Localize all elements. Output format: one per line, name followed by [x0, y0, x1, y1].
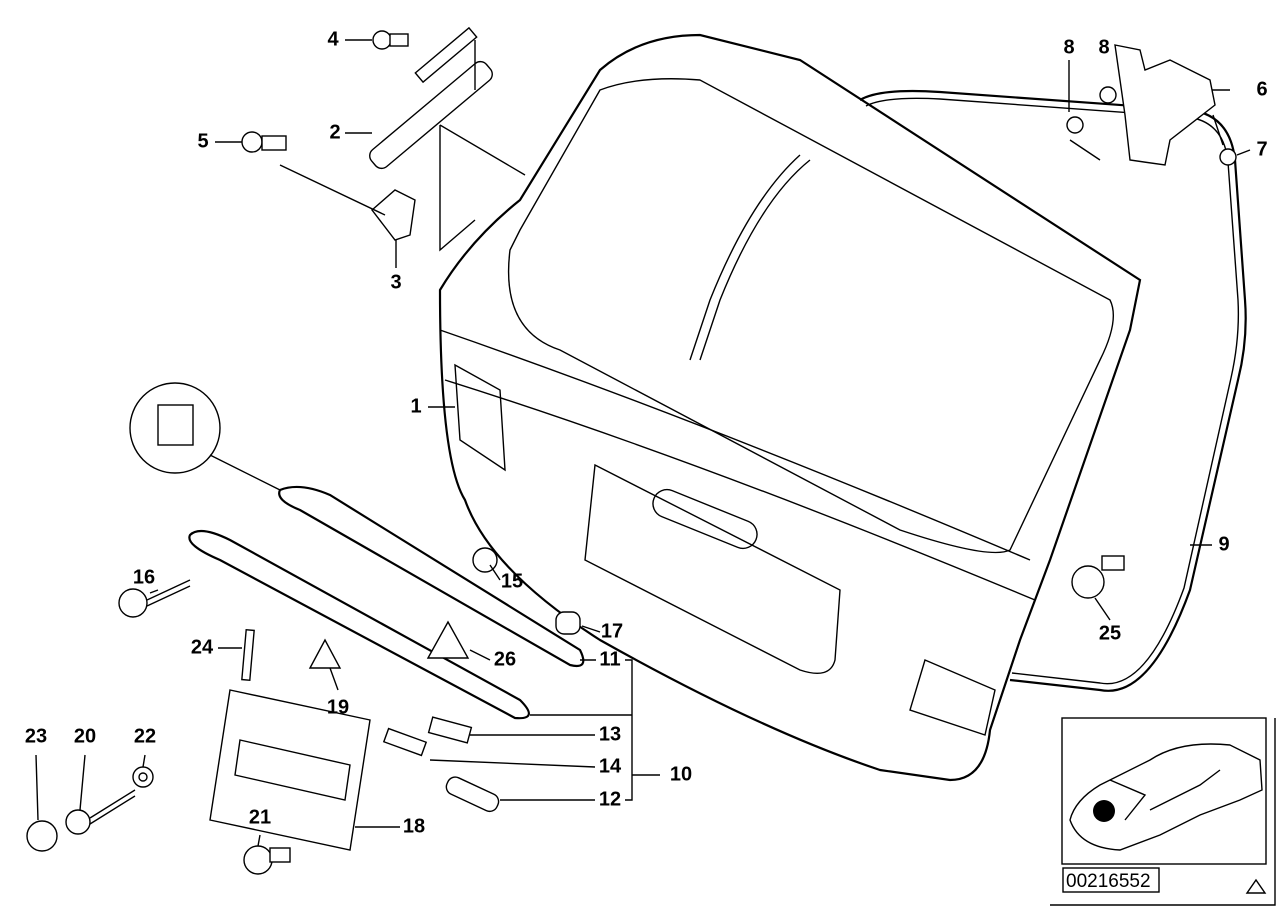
callout-7: 7	[1256, 138, 1267, 160]
callout-20: 20	[74, 725, 96, 747]
trim-strip	[278, 485, 585, 668]
callout-13: 13	[599, 723, 621, 745]
leader-lines	[35, 39, 1251, 847]
callout-14: 14	[599, 755, 622, 777]
rear-window-opening	[507, 78, 1115, 554]
callout-9: 9	[1218, 533, 1229, 555]
location-marker	[1093, 800, 1115, 822]
callout-6: 6	[1256, 78, 1267, 100]
callout-19: 19	[327, 696, 349, 718]
car-locator-inset	[1061, 717, 1267, 865]
license-plate-recess	[584, 463, 841, 674]
triangle-icon	[1245, 878, 1267, 894]
diagram-number: 00216552	[1066, 871, 1151, 892]
callout-25: 25	[1099, 622, 1121, 644]
callout-1: 1	[410, 395, 421, 417]
callout-26: 26	[494, 648, 516, 670]
callout-4: 4	[327, 28, 339, 50]
callout-8a: 8	[1063, 36, 1074, 58]
callout-18: 18	[403, 815, 425, 837]
tailgate-panel	[438, 33, 1142, 782]
callout-3: 3	[390, 271, 401, 293]
handle-strip	[188, 529, 530, 720]
callout-15: 15	[501, 570, 523, 592]
callout-17: 17	[601, 620, 623, 642]
gas-strut	[369, 26, 493, 170]
callout-5: 5	[197, 130, 208, 152]
callout-22: 22	[134, 725, 156, 747]
tailgate-seal	[859, 89, 1247, 692]
bracket	[371, 189, 416, 241]
callout-24: 24	[191, 636, 214, 658]
hinge	[1114, 44, 1216, 166]
warning-triangle	[426, 620, 470, 659]
callout-21: 21	[249, 806, 271, 828]
callout-11: 11	[599, 648, 620, 670]
callout-8b: 8	[1098, 36, 1109, 58]
detail-circle	[129, 382, 221, 474]
callout-2: 2	[329, 121, 340, 143]
callout-16: 16	[133, 566, 155, 588]
callout-12: 12	[599, 788, 621, 810]
plate-light-frame	[209, 689, 371, 851]
callout-10: 10	[670, 763, 692, 785]
callout-23: 23	[25, 725, 47, 747]
